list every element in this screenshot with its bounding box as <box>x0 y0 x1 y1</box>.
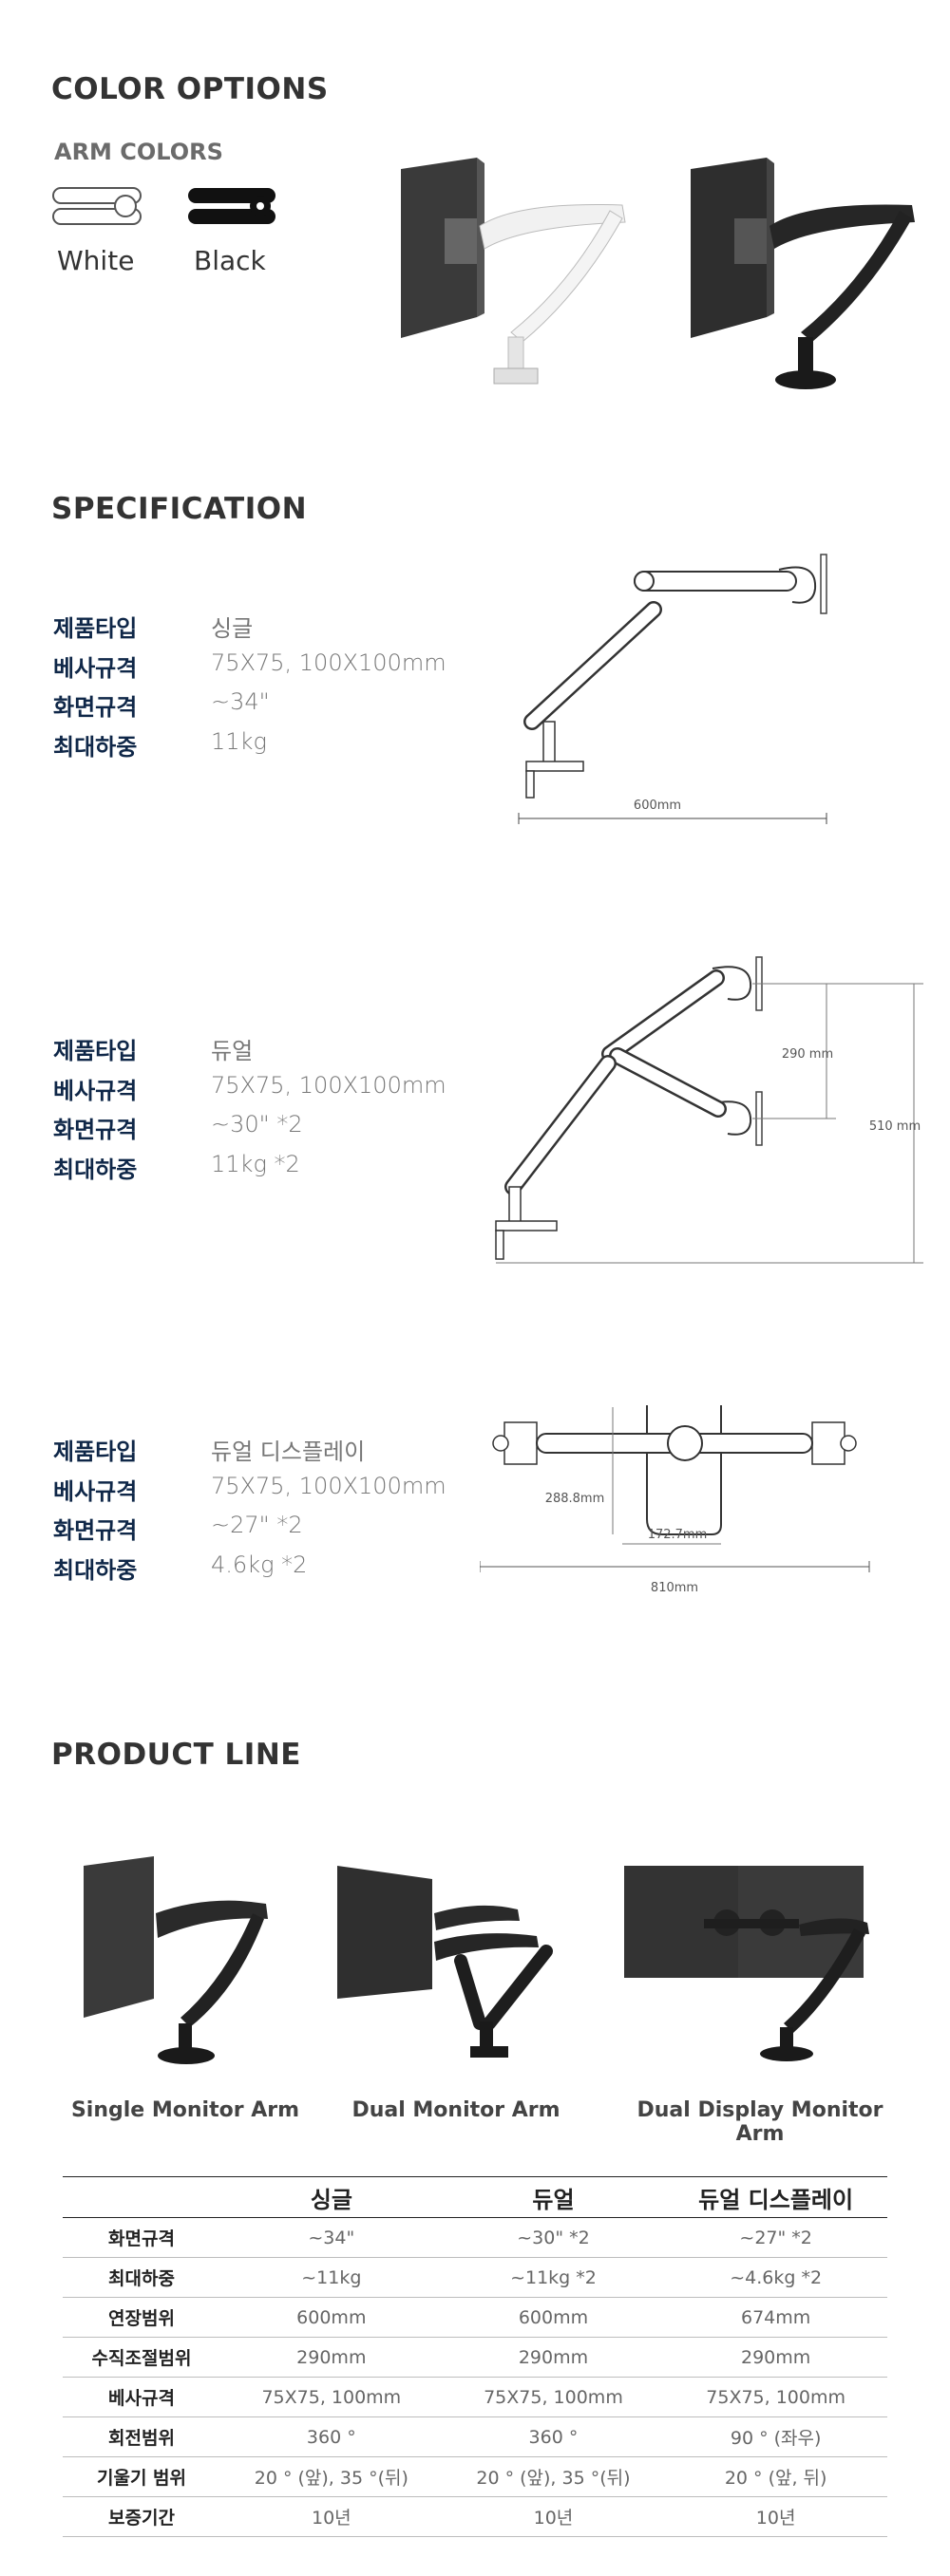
table-row: 보증기간 10년 10년 10년 <box>63 2496 887 2537</box>
table-cell: ~34" <box>220 2217 443 2258</box>
row-label: 연장범위 <box>63 2297 220 2338</box>
swatch-black[interactable] <box>186 186 281 230</box>
black-arm-image <box>691 158 915 389</box>
table-cell: 290mm <box>442 2337 665 2378</box>
table-cell: ~27" *2 <box>664 2217 887 2258</box>
table-header <box>63 2176 220 2218</box>
table-cell: 10년 <box>220 2496 443 2537</box>
spec-value: 75X75, 100X100mm <box>211 1072 446 1099</box>
spec-value: 듀얼 <box>211 1038 254 1064</box>
dual-height-dim: 510 mm <box>869 1119 921 1134</box>
table-cell: 90 ° (좌우) <box>664 2416 887 2457</box>
table-row: 기울기 범위 20 ° (앞), 35 °(뒤) 20 ° (앞), 35 °(… <box>63 2456 887 2497</box>
table-cell: 10년 <box>664 2496 887 2537</box>
spec-key: 제품타입 <box>53 1438 138 1465</box>
spec-value: ~30" *2 <box>211 1111 303 1138</box>
table-cell: 10년 <box>442 2496 665 2537</box>
table-row: 수직조절범위 290mm 290mm 290mm <box>63 2337 887 2378</box>
table-cell: ~11kg <box>220 2257 443 2298</box>
table-cell: ~11kg *2 <box>442 2257 665 2298</box>
display-height-dim: 288.8mm <box>545 1492 605 1506</box>
table-cell: 290mm <box>220 2337 443 2378</box>
swatch-white[interactable] <box>51 186 146 230</box>
spec-key: 화면규격 <box>53 694 138 721</box>
spec-value: 11kg <box>211 728 267 755</box>
table-cell: 75X75, 100mm <box>220 2377 443 2417</box>
spec-key: 제품타입 <box>53 615 138 642</box>
swatch-black-label: Black <box>194 245 266 276</box>
single-monitor-arm-image <box>84 1856 268 2064</box>
table-cell: 600mm <box>220 2297 443 2338</box>
table-cell: 360 ° <box>220 2416 443 2457</box>
table-cell: 600mm <box>442 2297 665 2338</box>
table-cell: 360 ° <box>442 2416 665 2457</box>
table-cell: 75X75, 100mm <box>664 2377 887 2417</box>
display-width-dim: 810mm <box>651 1581 698 1595</box>
row-label: 기울기 범위 <box>63 2456 220 2497</box>
table-cell: ~30" *2 <box>442 2217 665 2258</box>
row-label: 베사규격 <box>63 2377 220 2417</box>
table-row: 화면규격 ~34" ~30" *2 ~27" *2 <box>63 2217 887 2258</box>
table-cell: 20 ° (앞), 35 °(뒤) <box>442 2456 665 2497</box>
comparison-table: 싱글 듀얼 듀얼 디스플레이 화면규격 ~34" ~30" *2 ~27" *2… <box>63 2176 887 2537</box>
table-cell: ~4.6kg *2 <box>664 2257 887 2298</box>
table-row: 회전범위 360 ° 360 ° 90 ° (좌우) <box>63 2416 887 2457</box>
spec-value: 75X75, 100X100mm <box>211 649 446 676</box>
white-arm-image <box>401 158 626 385</box>
product-line-title: PRODUCT LINE <box>51 1738 301 1772</box>
dual-display-diagram: 288.8mm 172.7mm 810mm <box>480 1405 870 1595</box>
table-header: 듀얼 디스플레이 <box>664 2176 887 2218</box>
table-cell: 20 ° (앞), 35 °(뒤) <box>220 2456 443 2497</box>
table-cell: 20 ° (앞, 뒤) <box>664 2456 887 2497</box>
single-width-dim: 600mm <box>634 799 681 813</box>
dual-arm-diagram: 290 mm 510 mm <box>495 956 923 1264</box>
spec-value: 11kg *2 <box>211 1151 300 1177</box>
spec-key: 제품타입 <box>53 1038 138 1064</box>
color-options-title: COLOR OPTIONS <box>51 72 329 106</box>
row-label: 수직조절범위 <box>63 2337 220 2378</box>
table-header-row: 싱글 듀얼 듀얼 디스플레이 <box>63 2176 887 2218</box>
spec-key: 화면규격 <box>53 1517 138 1544</box>
spec-value: 75X75, 100X100mm <box>211 1473 446 1499</box>
spec-key: 베사규격 <box>53 1078 138 1104</box>
spec-value: 싱글 <box>211 615 254 642</box>
display-depth-dim: 172.7mm <box>648 1528 708 1542</box>
table-header: 싱글 <box>220 2176 443 2218</box>
caption-single: Single Monitor Arm <box>70 2098 300 2122</box>
spec-key: 화면규격 <box>53 1117 138 1143</box>
table-cell: 75X75, 100mm <box>442 2377 665 2417</box>
row-label: 회전범위 <box>63 2416 220 2457</box>
single-arm-diagram: 600mm <box>518 554 827 824</box>
spec-value: ~27" *2 <box>211 1512 303 1538</box>
specification-title: SPECIFICATION <box>51 492 308 526</box>
spec-value: 4.6kg *2 <box>211 1551 308 1578</box>
dual-gap-dim: 290 mm <box>782 1047 833 1062</box>
dual-monitor-arm-image <box>337 1866 553 2058</box>
spec-key: 최대하중 <box>53 1156 138 1183</box>
table-cell: 290mm <box>664 2337 887 2378</box>
arm-colors-subtitle: ARM COLORS <box>54 139 223 165</box>
spec-key: 베사규격 <box>53 655 138 682</box>
spec-key: 베사규격 <box>53 1478 138 1505</box>
spec-key: 최대하중 <box>53 1557 138 1584</box>
row-label: 보증기간 <box>63 2496 220 2537</box>
dual-display-monitor-arm-image <box>624 1866 869 2061</box>
swatch-white-label: White <box>57 245 135 276</box>
row-label: 화면규격 <box>63 2217 220 2258</box>
table-row: 최대하중 ~11kg ~11kg *2 ~4.6kg *2 <box>63 2257 887 2298</box>
caption-dual-display: Dual Display Monitor Arm <box>636 2098 884 2146</box>
row-label: 최대하중 <box>63 2257 220 2298</box>
spec-key: 최대하중 <box>53 734 138 761</box>
table-row: 베사규격 75X75, 100mm 75X75, 100mm 75X75, 10… <box>63 2377 887 2417</box>
table-cell: 674mm <box>664 2297 887 2338</box>
spec-value: 듀얼 디스플레이 <box>211 1438 366 1465</box>
caption-dual: Dual Monitor Arm <box>352 2098 560 2122</box>
table-row: 연장범위 600mm 600mm 674mm <box>63 2297 887 2338</box>
spec-value: ~34" <box>211 688 270 715</box>
table-header: 듀얼 <box>442 2176 665 2218</box>
